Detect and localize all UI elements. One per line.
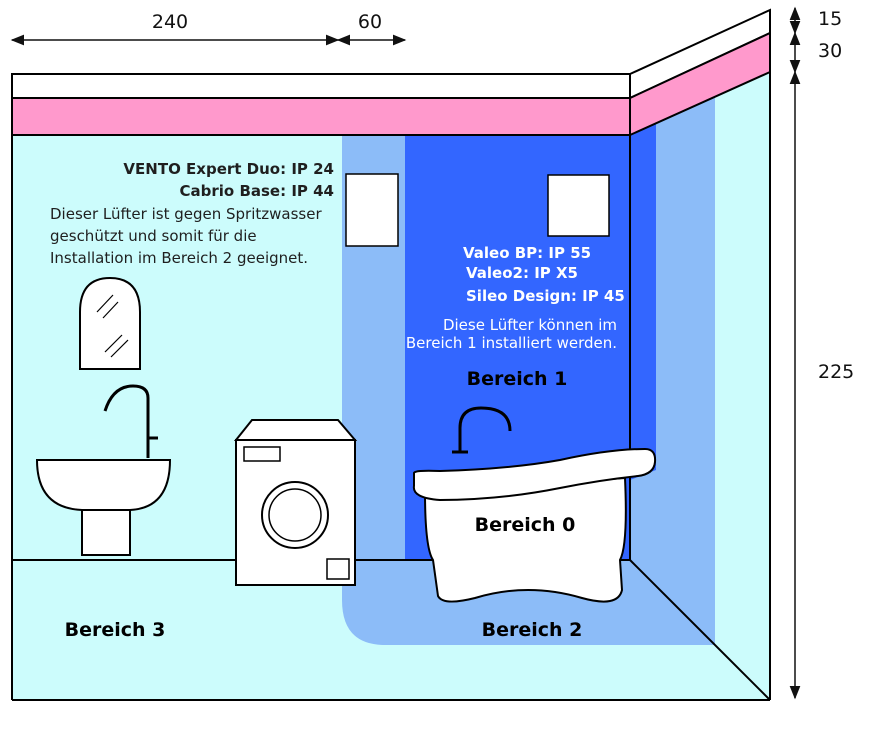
washing-machine — [233, 419, 358, 586]
vent-right — [547, 174, 610, 237]
left-note-text-2: geschützt und somit für die — [50, 227, 257, 245]
dimension-label-225: 225 — [818, 361, 854, 383]
left-note-text-3: Installation im Bereich 2 geeignet. — [50, 249, 308, 267]
vent-left — [345, 173, 399, 247]
dimension-label-240: 240 — [152, 11, 188, 33]
zone-2-label: Bereich 2 — [482, 619, 583, 641]
mirror — [79, 276, 141, 370]
right-note-text-2: Bereich 1 installiert werden. — [406, 334, 617, 352]
zone-0-label: Bereich 0 — [475, 514, 576, 536]
zone-3-label: Bereich 3 — [65, 619, 166, 641]
dimension-label-60: 60 — [358, 11, 382, 33]
right-note-model-1: Valeo BP: IP 55 — [463, 244, 591, 262]
zone-1-side — [630, 123, 656, 480]
left-note-model-2: Cabrio Base: IP 44 — [180, 182, 334, 200]
ceiling-pink-front — [11, 97, 631, 136]
sink — [35, 384, 172, 556]
bathtub — [412, 406, 657, 603]
left-note-model-1: VENTO Expert Duo: IP 24 — [123, 160, 334, 178]
right-note-model-2: Valeo2: IP X5 — [466, 264, 578, 282]
right-note-model-3: Sileo Design: IP 45 — [466, 287, 625, 305]
left-note-text-1: Dieser Lüfter ist gegen Spritzwasser — [50, 205, 322, 223]
zone-1-label: Bereich 1 — [467, 368, 568, 390]
right-note-text-1: Diese Lüfter können im — [443, 316, 617, 334]
dimension-label-15: 15 — [818, 8, 842, 30]
dimension-label-30: 30 — [818, 40, 842, 62]
ceiling-white-front — [11, 73, 631, 99]
